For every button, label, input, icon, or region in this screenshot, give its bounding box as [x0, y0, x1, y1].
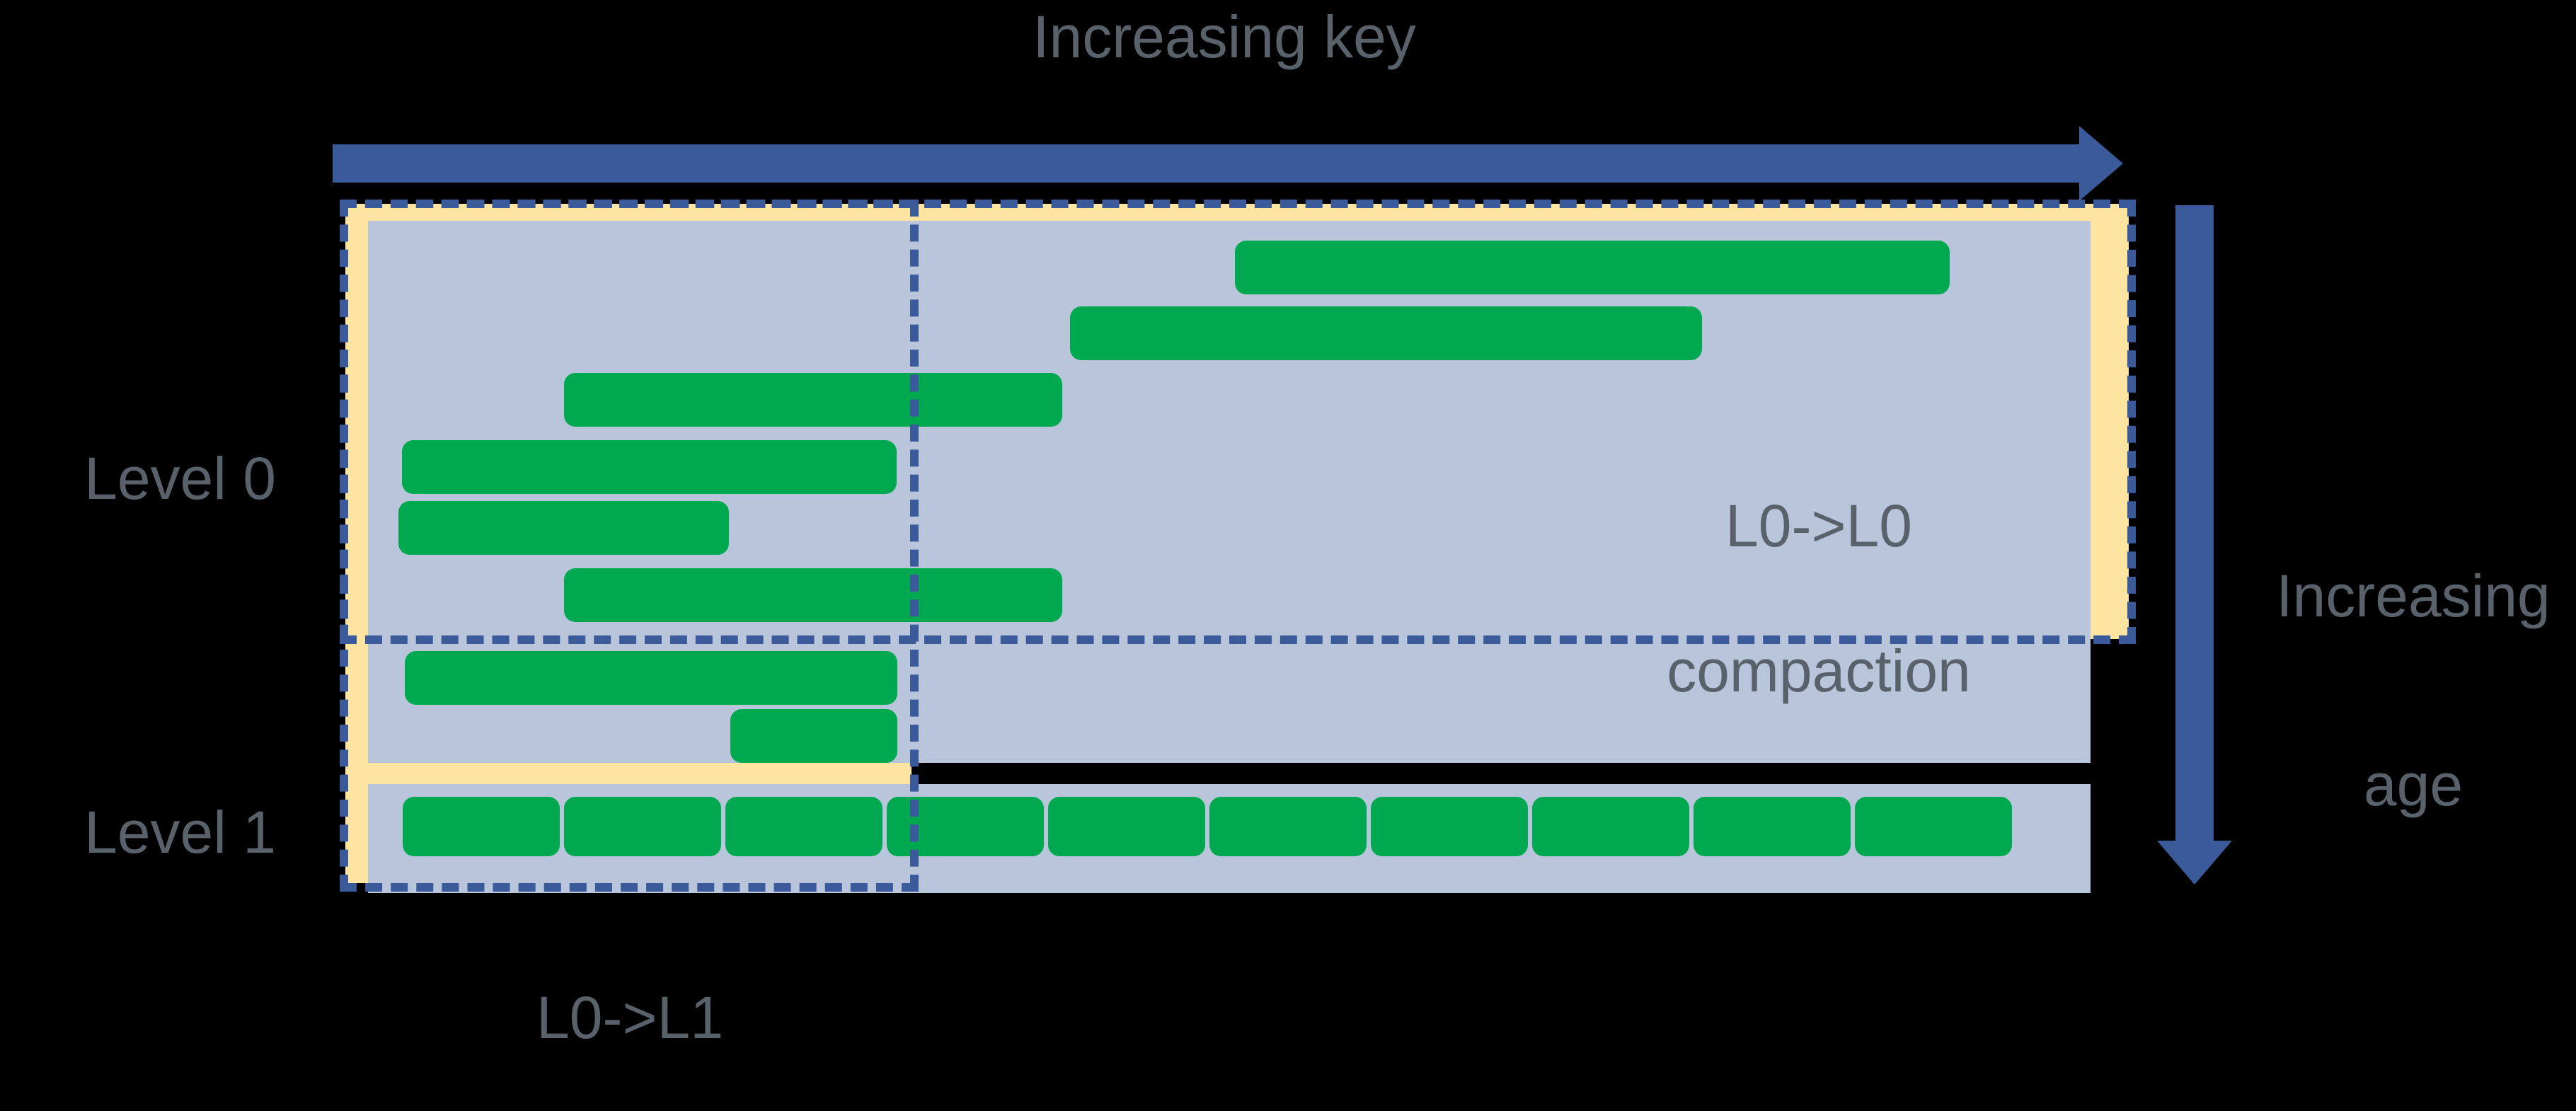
level-1-sstable[interactable]	[725, 797, 882, 856]
level-1-sstable[interactable]	[1371, 797, 1528, 856]
increasing-key-arrow	[333, 126, 2123, 201]
l0-l0-compaction-caption: L0->L0 compaction	[1571, 418, 2066, 780]
level-1-label: Level 1	[84, 799, 276, 865]
level-1-sstable[interactable]	[1209, 797, 1367, 856]
increasing-key-label: Increasing key	[1033, 4, 1416, 70]
level-0-sstable[interactable]	[398, 501, 729, 555]
level-0-sstable[interactable]	[405, 651, 897, 705]
level-separator-gap	[912, 763, 2091, 784]
l0-l0-compaction-caption-line1: L0->L0	[1725, 493, 1912, 560]
increasing-key-arrow-shaft	[333, 144, 2079, 183]
increasing-age-arrow-head	[2157, 841, 2232, 885]
level-0-label: Level 0	[84, 445, 276, 512]
level-1-sstable[interactable]	[403, 797, 560, 856]
l0-l1-compaction-caption: L0->L1 compaction	[375, 909, 885, 1111]
increasing-age-arrow-shaft	[2175, 205, 2214, 841]
level-1-sstable[interactable]	[1048, 797, 1205, 856]
level-1-sstable[interactable]	[1694, 797, 1851, 856]
l0-l1-compaction-caption-line1: L0->L1	[536, 984, 723, 1052]
increasing-age-label-line1: Increasing	[2276, 563, 2551, 630]
increasing-key-arrow-head	[2079, 126, 2123, 201]
level-1-sstable[interactable]	[1532, 797, 1689, 856]
level-0-sstable[interactable]	[1235, 241, 1950, 294]
level-1-sstable[interactable]	[564, 797, 721, 856]
level-0-sstable[interactable]	[730, 709, 897, 763]
increasing-age-label-line2: age	[2363, 752, 2463, 819]
level-0-sstable[interactable]	[564, 373, 1062, 427]
l0-l1-inner-separator	[368, 763, 912, 784]
increasing-age-label: Increasing age	[2250, 439, 2576, 943]
level-1-sstable[interactable]	[1855, 797, 2012, 856]
level-0-sstable[interactable]	[564, 568, 1062, 622]
increasing-age-arrow	[2157, 205, 2232, 885]
level-0-sstable[interactable]	[1070, 306, 1702, 360]
l0-l0-compaction-caption-line2: compaction	[1667, 638, 1971, 705]
level-0-sstable[interactable]	[402, 440, 897, 494]
l0-l1-compaction-region-outline[interactable]	[340, 200, 919, 892]
